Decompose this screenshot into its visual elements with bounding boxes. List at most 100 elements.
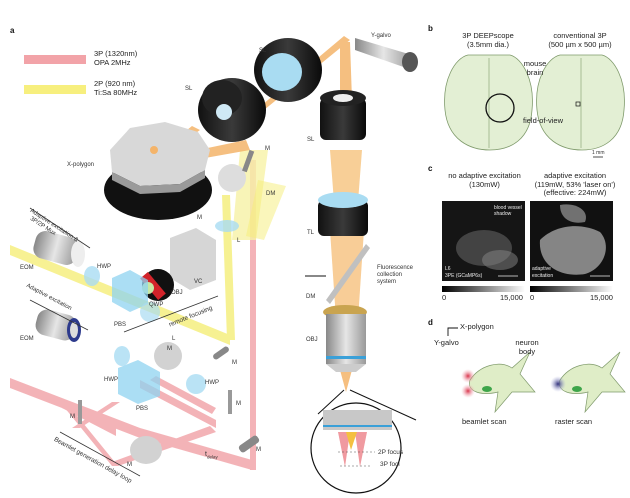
legend-swatch-3p — [24, 55, 86, 64]
legend-3p-line1: 3P (1320nm) — [94, 49, 138, 58]
legend-2p-line2: Ti:Sa 80MHz — [94, 88, 138, 97]
label-fluor-1: Fluorescence — [377, 265, 414, 271]
scan-lens-1 — [198, 78, 266, 142]
label-fluor-2: collection — [377, 272, 403, 278]
c-layer-1: L6 — [445, 266, 451, 272]
fov-circle — [485, 93, 515, 123]
brain-right — [536, 54, 625, 151]
mirror-m-upper — [218, 164, 246, 192]
c-cbar-right-max: 15,000 — [590, 293, 613, 302]
label-l-mid: L — [237, 238, 241, 244]
label-obj: OBJ — [306, 337, 318, 343]
label-qwp: QWP — [149, 302, 164, 308]
x-polygon-scanner — [104, 122, 212, 220]
label-hwp-a: HWP — [104, 377, 118, 383]
label-m-c: M — [236, 401, 241, 407]
b-right-title-text: conventional 3P — [553, 31, 607, 40]
y-galvo — [355, 38, 418, 72]
b-mouse: mouse — [523, 59, 547, 68]
label-3p-foci: 3P foci — [380, 461, 400, 468]
label-fluor-3: system — [377, 279, 397, 285]
label-obj-remote: OBJ — [171, 290, 183, 296]
brain-left — [444, 54, 533, 151]
bracket-adaptive — [29, 299, 89, 331]
label-tl: TL — [307, 230, 315, 236]
panel-a-label: a — [10, 26, 15, 35]
bracket-remote — [123, 295, 219, 333]
t-subscript: delay — [206, 454, 218, 460]
mirror-m-top — [242, 149, 255, 173]
objective — [323, 305, 367, 372]
label-m-e: M — [127, 462, 132, 468]
panel-d-label: d — [428, 318, 433, 327]
label-dm-top: DM — [266, 191, 276, 197]
focus-inset — [310, 389, 417, 494]
c-cbar-right-min: 0 — [530, 293, 535, 302]
hwp-top — [84, 266, 100, 286]
neuron-left — [461, 351, 536, 414]
remote-focusing-module — [140, 228, 216, 301]
label-sl-2: SL — [259, 48, 267, 54]
label-vc: VC — [194, 279, 203, 285]
label-dm: DM — [306, 294, 316, 300]
colorbar-left — [442, 286, 525, 292]
fov-square — [575, 101, 581, 107]
b-scale-label: 1 mm — [592, 150, 605, 156]
label-sl-3: SL — [307, 137, 315, 143]
b-left-sub: (3.5mm dia.) — [466, 39, 510, 49]
dichroic-dm-top — [246, 180, 286, 240]
d-y-axis: Y-galvo — [434, 338, 459, 347]
c-cbar-left-min: 0 — [442, 293, 447, 302]
c-vessel-2: shadow — [494, 211, 512, 217]
label-m-f: M — [256, 447, 261, 453]
mirror-m-loop-top — [154, 342, 182, 370]
label-m-top: M — [265, 146, 270, 152]
d-x-axis: X-polygon — [460, 322, 494, 331]
lens-l-upper — [215, 220, 239, 232]
legend-3p-line2: OPA 2MHz — [94, 58, 131, 67]
colorbar-right — [530, 286, 613, 292]
b-right-sub: (500 µm x 500 µm) — [548, 39, 612, 49]
label-sl-1: SL — [185, 86, 193, 92]
t-symbol: t — [205, 451, 207, 458]
legend-2p-line1: 2P (920 nm) — [94, 79, 136, 88]
c-adaptive-1: adaptive — [532, 266, 551, 272]
mirror-m-mid — [213, 346, 229, 360]
c-right-title: adaptive excitation(119mW, 53% 'laser on… — [525, 171, 625, 198]
d-neuron: neuron — [515, 338, 539, 347]
b-brain: brain — [526, 67, 544, 77]
eom-bottom — [35, 309, 81, 342]
mirror-m-loop-right — [228, 390, 232, 414]
mirror-m-loop-left — [78, 400, 82, 424]
d-body: body — [518, 346, 536, 356]
pbs-top — [112, 270, 148, 312]
hwp-a — [114, 346, 130, 366]
c-vessel-1: blood vessel — [494, 205, 522, 211]
c-right-title-text: adaptive excitation — [543, 171, 607, 180]
neuron-right — [550, 351, 626, 414]
scan-lens-2 — [254, 38, 322, 102]
d-raster-label: raster scan — [555, 417, 593, 426]
label-eom-bottom: EOM — [20, 336, 34, 342]
label-l-low: L — [172, 336, 176, 342]
b-right-title: conventional 3P(500 µm x 500 µm) — [535, 31, 625, 49]
label-m-a: M — [167, 346, 172, 352]
scan-lens-3 — [320, 90, 366, 140]
mirror-m-delay — [238, 435, 260, 453]
label-y-galvo: Y-galvo — [371, 33, 391, 39]
lens-l-lower — [140, 302, 160, 322]
mirror-m-loop-bottom — [130, 436, 162, 464]
hwp-b — [186, 374, 206, 394]
c-left-title: no adaptive excitation(130mW) — [437, 171, 532, 189]
c-left-title-text: no adaptive excitation — [448, 171, 521, 180]
legend-swatch-2p — [24, 85, 86, 94]
b-left-title: 3P DEEPscope(3.5mm dia.) — [448, 31, 528, 49]
c-left-sub: (130mW) — [469, 179, 500, 189]
label-pbs-bottom: PBS — [136, 406, 149, 412]
b-left-title-text: 3P DEEPscope — [462, 31, 514, 40]
dichroic-dm-main — [326, 244, 370, 304]
label-eom-top: EOM — [20, 265, 34, 271]
c-adaptive-2: excitation — [532, 273, 554, 279]
